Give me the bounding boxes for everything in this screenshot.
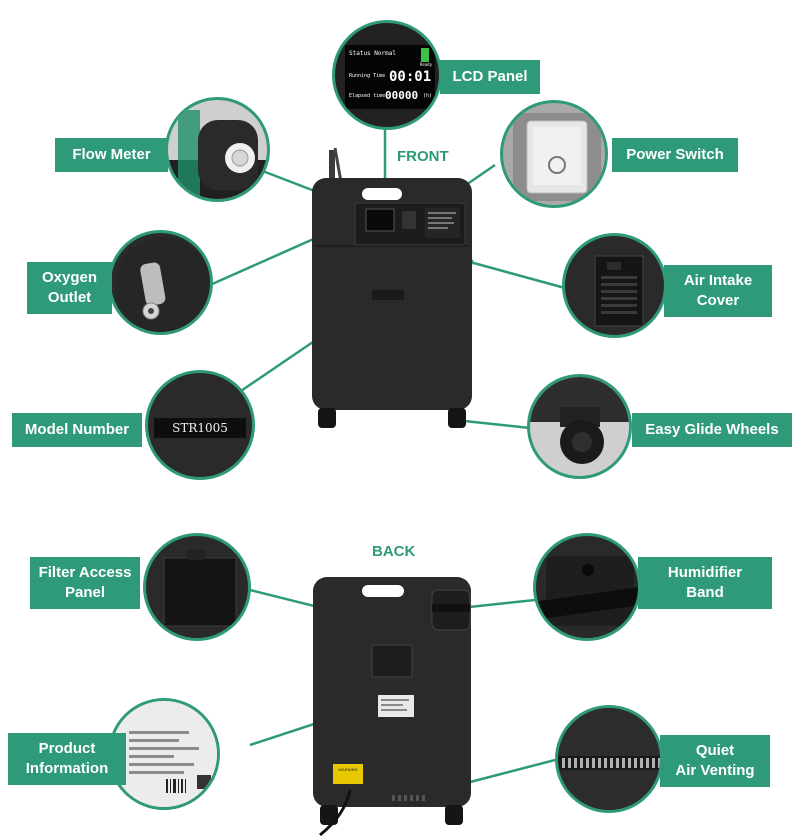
lcd-elapsed-label: Elapsed time [349, 93, 386, 99]
label-flow-meter: Flow Meter [55, 138, 168, 172]
back-section-title: BACK [372, 543, 416, 560]
power-switch-closeup [500, 100, 608, 208]
filter-access-panel-closeup-art [163, 550, 237, 627]
air-intake-cover-closeup-art [594, 255, 644, 327]
lcd-running-label: Running Time [349, 73, 386, 79]
lcd-ready-indicator [421, 48, 429, 62]
oxygen-outlet-closeup [108, 230, 213, 335]
lcd-panel-closeup: Status Normal Ready Running Time 00:01 E… [332, 20, 442, 130]
lcd-elapsed-value: 00000 [385, 89, 419, 102]
filter-access-panel-closeup [143, 533, 251, 641]
front-section-title: FRONT [397, 148, 449, 165]
model-number-closeup: STR1005 [145, 370, 255, 480]
wheels-closeup [527, 374, 632, 479]
warning-sticker-text: WARNING [338, 767, 357, 772]
air-intake-connector-line [469, 260, 566, 290]
lcd-elapsed-unit: (h) [423, 93, 433, 99]
lcd-screen: Status Normal Ready Running Time 00:01 E… [345, 45, 435, 109]
lcd-running-value: 00:01 [389, 69, 432, 85]
label-humidifier-band: Humidifier Band [638, 557, 772, 609]
wheels-connector-line [454, 418, 531, 430]
lcd-ready-text: Ready [419, 62, 432, 67]
label-lcd-panel: LCD Panel [440, 60, 540, 94]
lcd-status-text: Status Normal [349, 50, 396, 57]
label-power-switch: Power Switch [612, 138, 738, 172]
product-information-closeup-art [111, 701, 217, 807]
humidifier-band-closeup [533, 533, 641, 641]
flow-meter-closeup [165, 97, 270, 202]
label-product-information: Product Information [8, 733, 126, 785]
oxygen-outlet-closeup-art [115, 237, 210, 332]
label-easy-glide-wheels: Easy Glide Wheels [632, 413, 792, 447]
front-wheel-left [318, 408, 336, 428]
label-quiet-air-venting: Quiet Air Venting [660, 735, 770, 787]
humidifier-band-closeup-art [536, 556, 638, 626]
air-venting-closeup [555, 705, 663, 813]
label-oxygen-outlet: Oxygen Outlet [27, 262, 112, 314]
warning-sticker [333, 764, 363, 784]
label-filter-access-panel: Filter Access Panel [30, 557, 140, 609]
back-filter-panel [371, 644, 413, 678]
air-venting-closeup-art [558, 708, 660, 810]
model-number-tag: STR1005 [154, 418, 246, 438]
power-switch-closeup-art [513, 113, 601, 201]
label-air-intake-cover: Air Intake Cover [664, 265, 772, 317]
front-wheel-right [448, 408, 466, 428]
air-intake-cover-closeup [562, 233, 667, 338]
label-model-number: Model Number [12, 413, 142, 447]
humidifier-connector-line [459, 598, 536, 610]
back-body [313, 577, 471, 807]
